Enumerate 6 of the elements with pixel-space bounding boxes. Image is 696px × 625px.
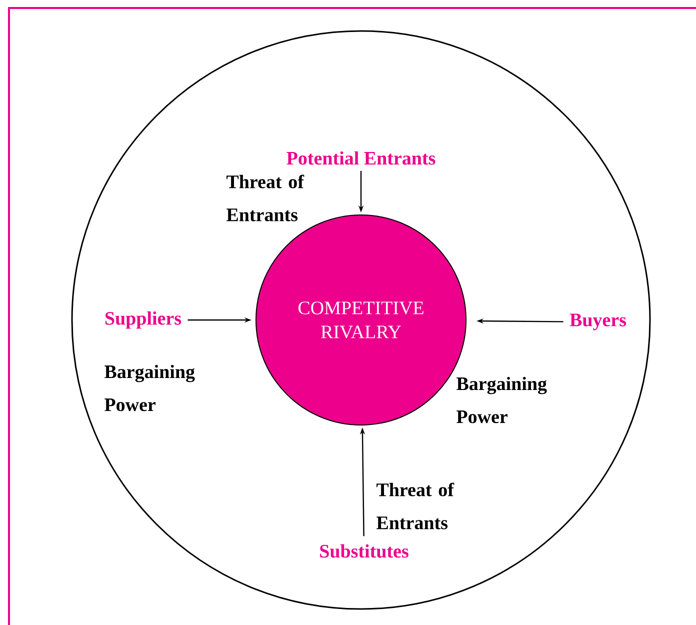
edge-label: Threat of Entrants bbox=[376, 482, 454, 530]
force-label: Suppliers bbox=[105, 311, 182, 329]
force-label: Substitutes bbox=[320, 544, 408, 558]
force-label: Buyers bbox=[570, 314, 626, 330]
force-label: Potential Entrants bbox=[286, 151, 436, 165]
edge-label: Bargaining Power bbox=[104, 364, 195, 412]
